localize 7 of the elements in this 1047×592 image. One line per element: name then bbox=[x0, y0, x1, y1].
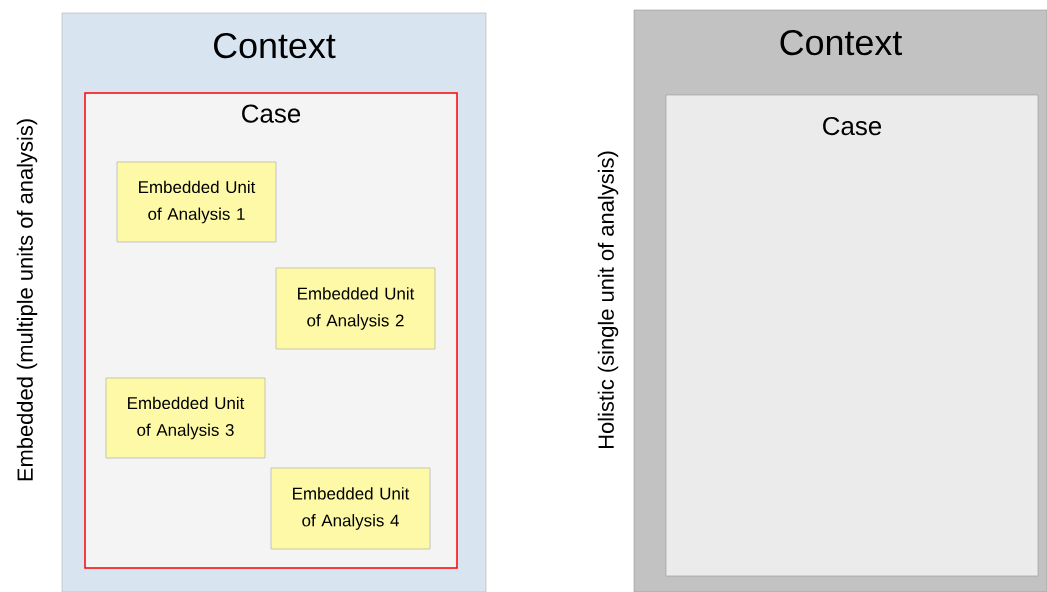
case-box: Case bbox=[665, 94, 1039, 577]
side-label: Embedded (multiple units of analysis) bbox=[16, 119, 38, 481]
unit-box: Embedded Unit of Analysis 2 bbox=[275, 267, 436, 350]
unit-box: Embedded Unit of Analysis 4 bbox=[270, 467, 431, 550]
unit-box: Embedded Unit of Analysis 1 bbox=[116, 161, 277, 243]
unit-box: Embedded Unit of Analysis 3 bbox=[105, 377, 266, 459]
side-label: Holistic (single unit of analysis) bbox=[597, 151, 619, 449]
